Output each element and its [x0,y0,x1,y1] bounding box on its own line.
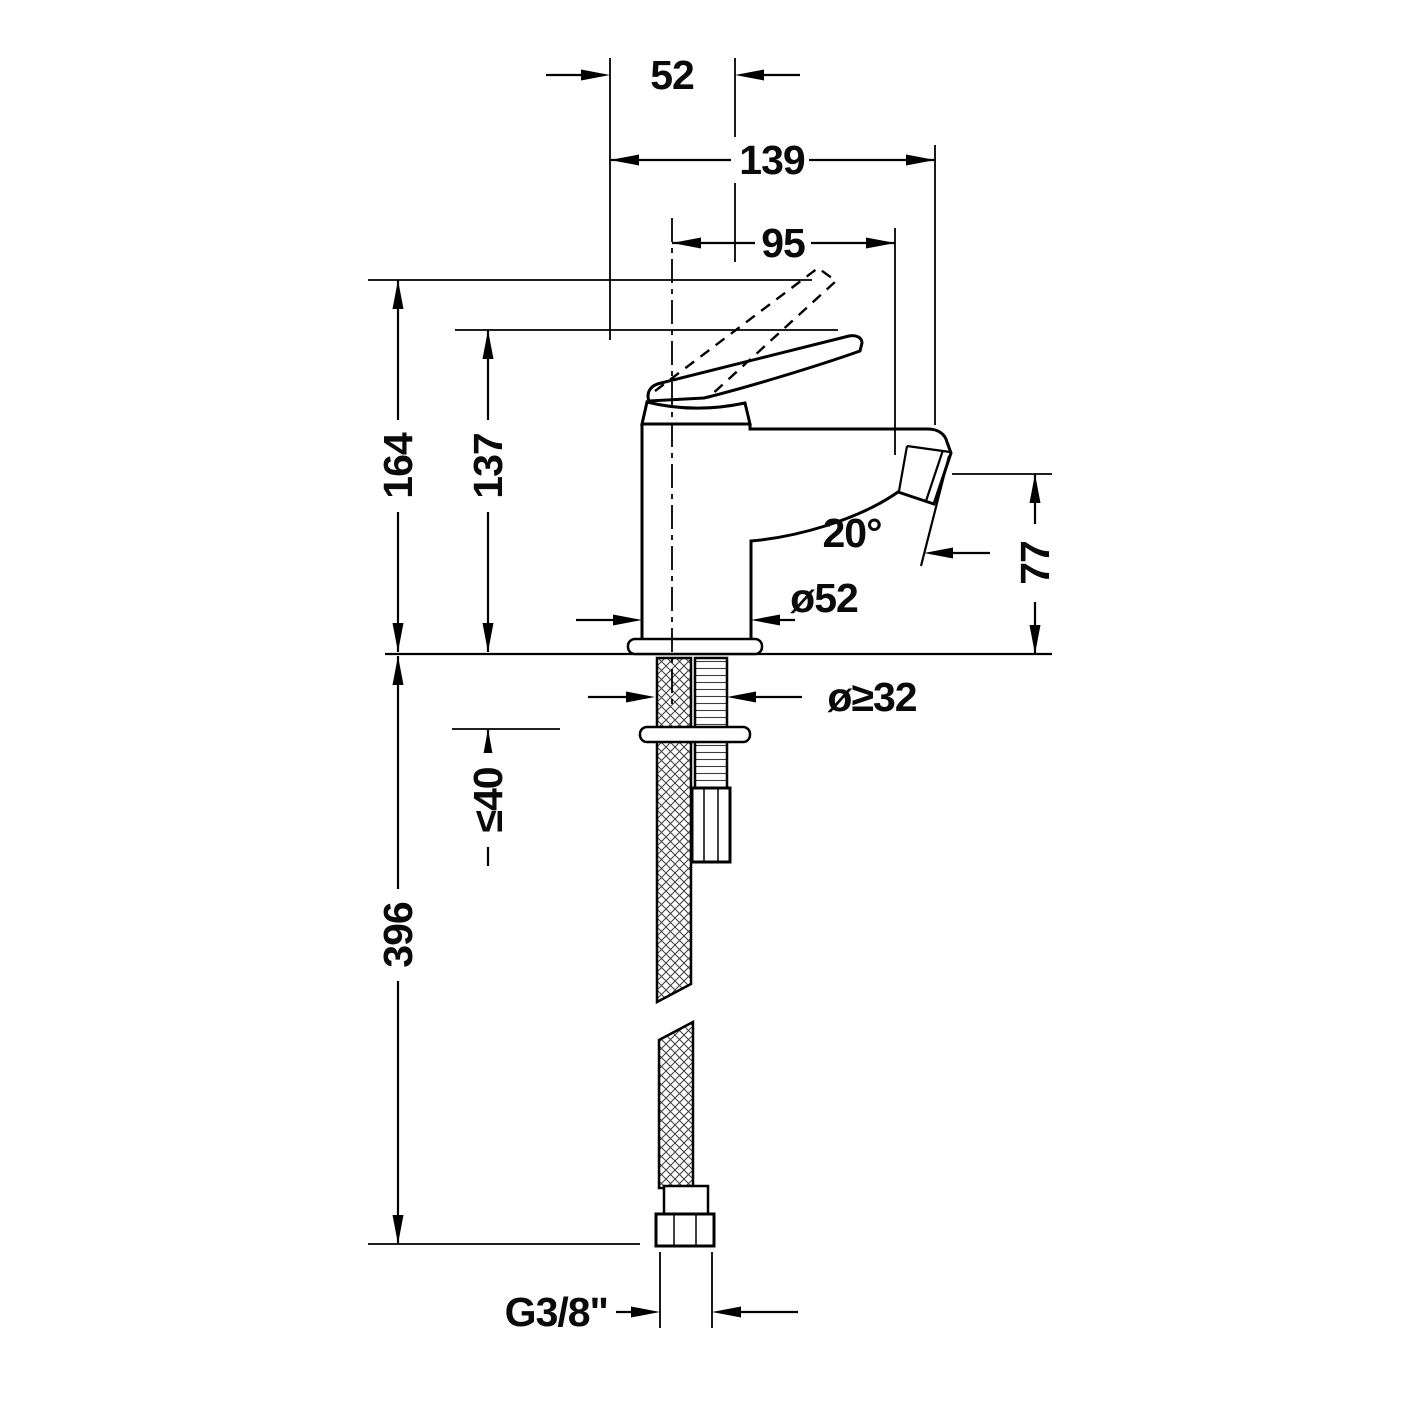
angle-reference-line [919,455,951,567]
arrowhead [712,1306,741,1318]
arrowhead [482,330,494,359]
cartridge-housing [640,400,752,426]
mounting-nut [690,786,732,864]
dim-52 [546,69,800,81]
dim-dia-min32 [588,691,802,703]
arrowhead [626,691,655,703]
dim-label-139: 139 [739,137,805,183]
arrowhead [392,1215,404,1244]
connection-nut [654,1212,716,1248]
lever-raised-dashed [654,266,838,399]
supply-hose-upper [655,656,693,1005]
angle-label-20: 20° [822,510,881,556]
dim-label-max40: ≤40 [465,767,511,832]
arrowhead [613,614,642,626]
supply-hose-lower [657,1019,695,1190]
under-counter-assembly [638,656,752,1248]
arrowhead [482,623,494,652]
dim-label-396: 396 [375,902,421,968]
spout-outline [748,424,953,640]
arrowhead [906,154,935,166]
thread-label-g38: G3/8" [505,1289,608,1335]
arrowhead [1029,474,1041,503]
dia-label-min32: ø≥32 [827,674,916,720]
arrowhead [751,614,780,626]
dim-label-95: 95 [761,220,805,266]
arrowhead [735,69,764,81]
dim-label-77: 77 [1012,541,1058,585]
dim-angle-20 [919,455,990,567]
label-mask [755,220,811,266]
aerator-detail [897,444,951,502]
arrowhead [924,547,953,559]
arrowhead [1029,625,1041,654]
dimension-labels: 52 139 95 164 137 20° ø52 77 ø≥32 ≤40 39… [375,52,1058,1335]
dim-label-137: 137 [465,433,511,498]
label-mask [376,889,420,981]
label-mask [376,420,420,512]
dim-thread [616,1306,798,1318]
label-mask [647,53,697,97]
arrowhead [392,656,404,685]
label-mask [1013,524,1057,602]
dim-label-164: 164 [375,432,421,499]
label-masks [376,53,1057,981]
arrowhead [610,154,639,166]
base-plate [626,637,764,656]
lever-handle [646,334,864,403]
arrowhead [631,1306,660,1318]
dim-dia52 [576,614,795,626]
arrowhead [581,69,610,81]
arrowhead [727,691,756,703]
arrowhead [866,237,895,249]
threaded-shank [693,656,729,790]
dia-label-52: ø52 [790,575,858,621]
arrowhead [672,237,701,249]
arrowhead [392,623,404,652]
label-mask [731,137,809,183]
hose-ferrule [662,1184,710,1216]
mounting-washer [638,725,752,744]
arrowhead [392,280,404,309]
arrowhead [482,729,494,759]
label-mask [466,420,510,512]
label-mask [466,753,510,847]
dim-label-52: 52 [650,52,694,98]
faucet-outline [626,266,953,656]
